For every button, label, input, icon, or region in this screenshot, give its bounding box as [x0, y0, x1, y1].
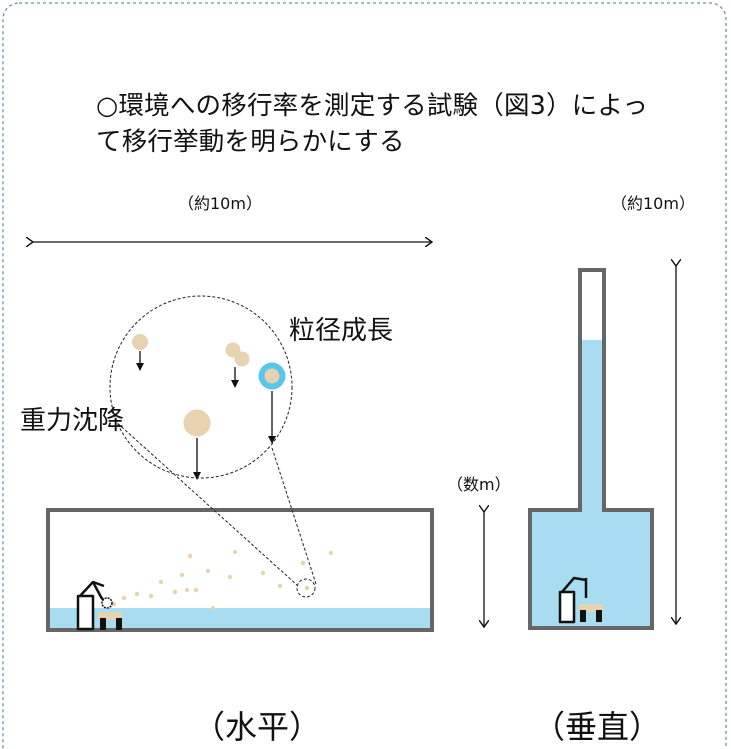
horizontal-tank-outline [46, 508, 434, 632]
robot-arm-horizontal [76, 580, 122, 631]
horizontal-tank [46, 508, 434, 632]
robot-arm-vertical [558, 576, 603, 624]
heading-line-2: て移行挙動を明らかにする [96, 127, 405, 157]
horizontal-tank-water [48, 608, 432, 630]
vertical-distance-label: （約10m） [611, 194, 695, 213]
vertical-tank-water-column [580, 340, 602, 515]
magnified-particles [132, 334, 286, 480]
heading-text: ○環境への移行率を測定する試験（図3）によっ て移行挙動を明らかにする [96, 88, 648, 160]
magnified-view-circle [109, 295, 293, 479]
vertical-tank-outline [528, 268, 654, 630]
gravity-settling-label: 重力沈降 [20, 406, 125, 436]
vertical-caption: （垂直） [533, 708, 662, 746]
vertical-tank [528, 268, 654, 630]
horizontal-tank-particles [111, 549, 334, 611]
horizontal-distance-label: （約10m） [178, 194, 262, 213]
zoom-callout [109, 295, 317, 598]
heading-line-1: ○環境への移行率を測定する試験（図3）によっ [96, 91, 649, 121]
horizontal-caption: （水平） [193, 708, 322, 746]
tank-height-label: （数m） [447, 475, 511, 494]
particle-growth-label: 粒径成長 [289, 316, 394, 346]
